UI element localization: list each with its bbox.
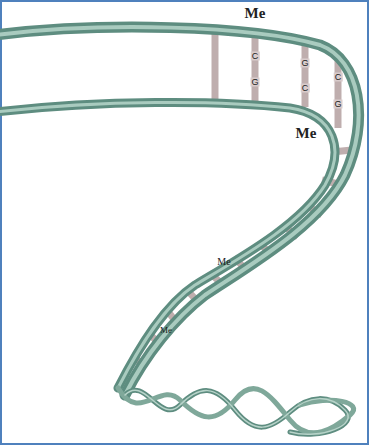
methyl-label: Me	[160, 326, 172, 335]
base-letter: G	[333, 100, 342, 109]
backbone-strands	[0, 27, 359, 395]
base-letter: G	[250, 78, 259, 87]
base-letter: G	[300, 59, 309, 68]
base-letter: C	[334, 73, 343, 82]
double-helix	[118, 388, 354, 434]
methyl-label: Me	[217, 257, 230, 267]
base-letter: C	[251, 52, 260, 61]
methyl-label: Me	[245, 6, 266, 21]
methyl-label: Me	[296, 126, 317, 141]
base-letter: C	[301, 84, 310, 93]
